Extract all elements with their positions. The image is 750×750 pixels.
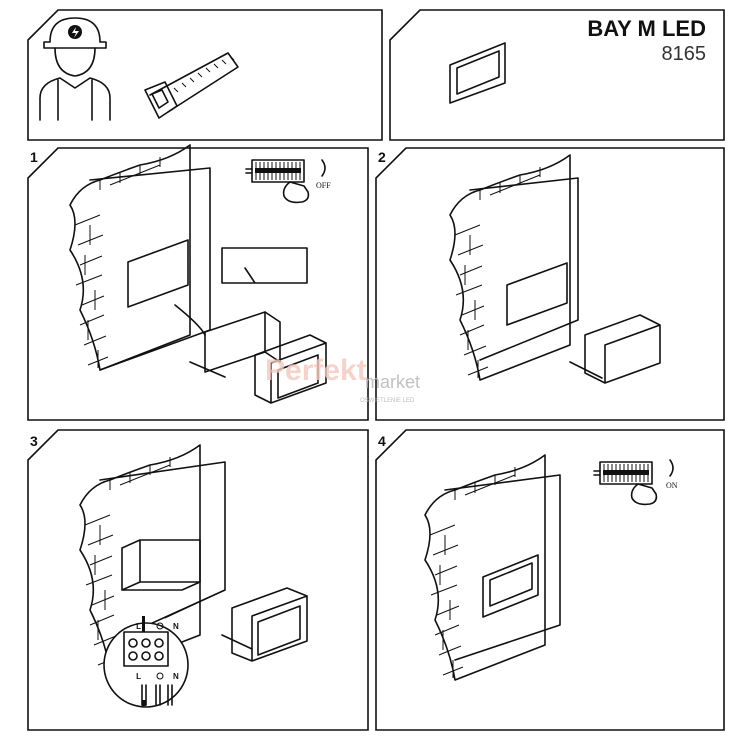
electrician-icon	[39, 17, 111, 121]
step-number: 3	[30, 433, 38, 449]
fixture-icon	[449, 42, 506, 104]
step-4-panel: 4 ON	[375, 429, 725, 731]
watermark-brand: Perfekt	[265, 354, 367, 387]
watermark-suffix: market	[365, 372, 420, 392]
step-3-panel: 3 L N L N	[27, 429, 369, 731]
terminal-label-n-top: N	[173, 622, 179, 631]
saw-icon	[144, 52, 239, 119]
terminal-label-l-bottom: L	[136, 672, 141, 681]
ground-icon	[156, 622, 164, 630]
watermark: Perfekt market OŚWIETLENIE LED	[265, 354, 420, 404]
product-name: BAY M LED	[587, 16, 706, 41]
product-code: 8165	[662, 43, 707, 65]
terminal-label-l-top: L	[136, 622, 141, 631]
watermark-tagline: OŚWIETLENIE LED	[360, 396, 415, 404]
step-1-panel: 1 OFF	[27, 144, 369, 421]
tools-panel	[27, 9, 383, 141]
terminal-block-detail: L N L N	[103, 616, 189, 708]
switch-state-label: ON	[666, 481, 678, 490]
ground-icon	[156, 672, 164, 680]
step-number: 2	[378, 149, 386, 165]
step-2-panel: 2	[375, 147, 725, 421]
step-number: 4	[378, 433, 386, 449]
switch-state-label: OFF	[316, 181, 331, 190]
step-number: 1	[30, 149, 38, 165]
terminal-label-n-bottom: N	[173, 672, 179, 681]
product-panel: BAY M LED 8165	[389, 9, 725, 141]
